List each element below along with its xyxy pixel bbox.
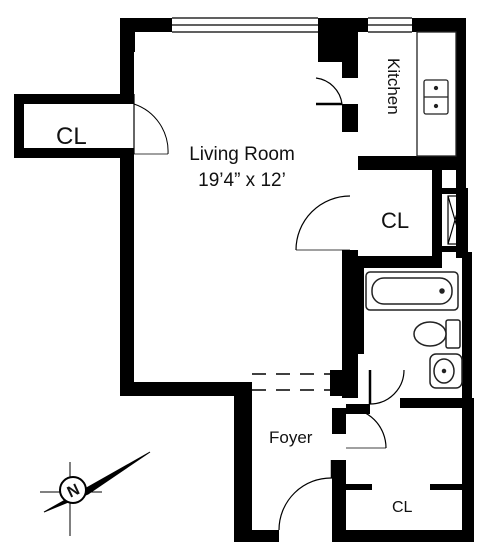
kitchen-label: Kitchen (384, 58, 403, 115)
closet-mid-label: CL (381, 208, 409, 233)
kitchen-fixtures (416, 31, 457, 157)
walls (14, 18, 474, 542)
doors (133, 77, 405, 531)
bathroom-fixtures (365, 271, 463, 389)
toilet-icon (413, 319, 461, 349)
living-room-dimensions: 19’4” x 12’ (198, 170, 286, 191)
compass-icon: N (40, 451, 151, 536)
foyer-label: Foyer (269, 428, 313, 447)
closet-south-label: CL (392, 499, 413, 516)
bathroom-sink-icon (429, 353, 463, 389)
shaft-box (447, 195, 463, 245)
kitchen-counter (416, 31, 457, 157)
closet-west-label: CL (56, 123, 87, 150)
living-room-label: Living Room (189, 144, 295, 165)
windows (172, 17, 412, 33)
